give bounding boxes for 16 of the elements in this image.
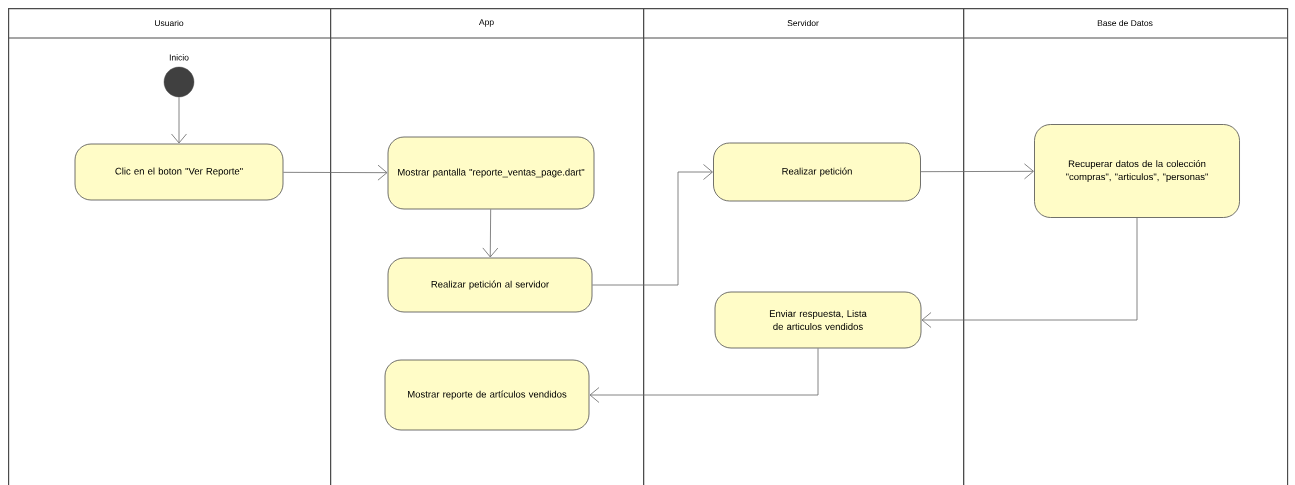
arrow: [283, 164, 388, 181]
action-box: Mostrar pantalla "reporte_ventas_page.dart": [387, 136, 595, 210]
action-box: Mostrar reporte de artículos vendidos: [384, 359, 590, 431]
arrow: [921, 217, 1138, 328]
arrow: [592, 164, 713, 286]
action-box: Recuperar datos de la colección "compras", "articulos", "personas": [1034, 124, 1240, 218]
arrow: [920, 163, 1034, 180]
arrow: [482, 209, 499, 258]
action-box: Clic en el boton "Ver Reporte": [74, 143, 284, 201]
arrow: [171, 96, 187, 144]
action-box: Realizar petición: [713, 142, 921, 202]
arrow: [589, 348, 819, 403]
action-box: Enviar respuesta, Lista de articulos vendidos: [714, 291, 922, 349]
node-caption: Inicio: [169, 54, 189, 61]
action-box: Realizar petición al servidor: [387, 257, 593, 313]
start-node: [163, 66, 195, 98]
